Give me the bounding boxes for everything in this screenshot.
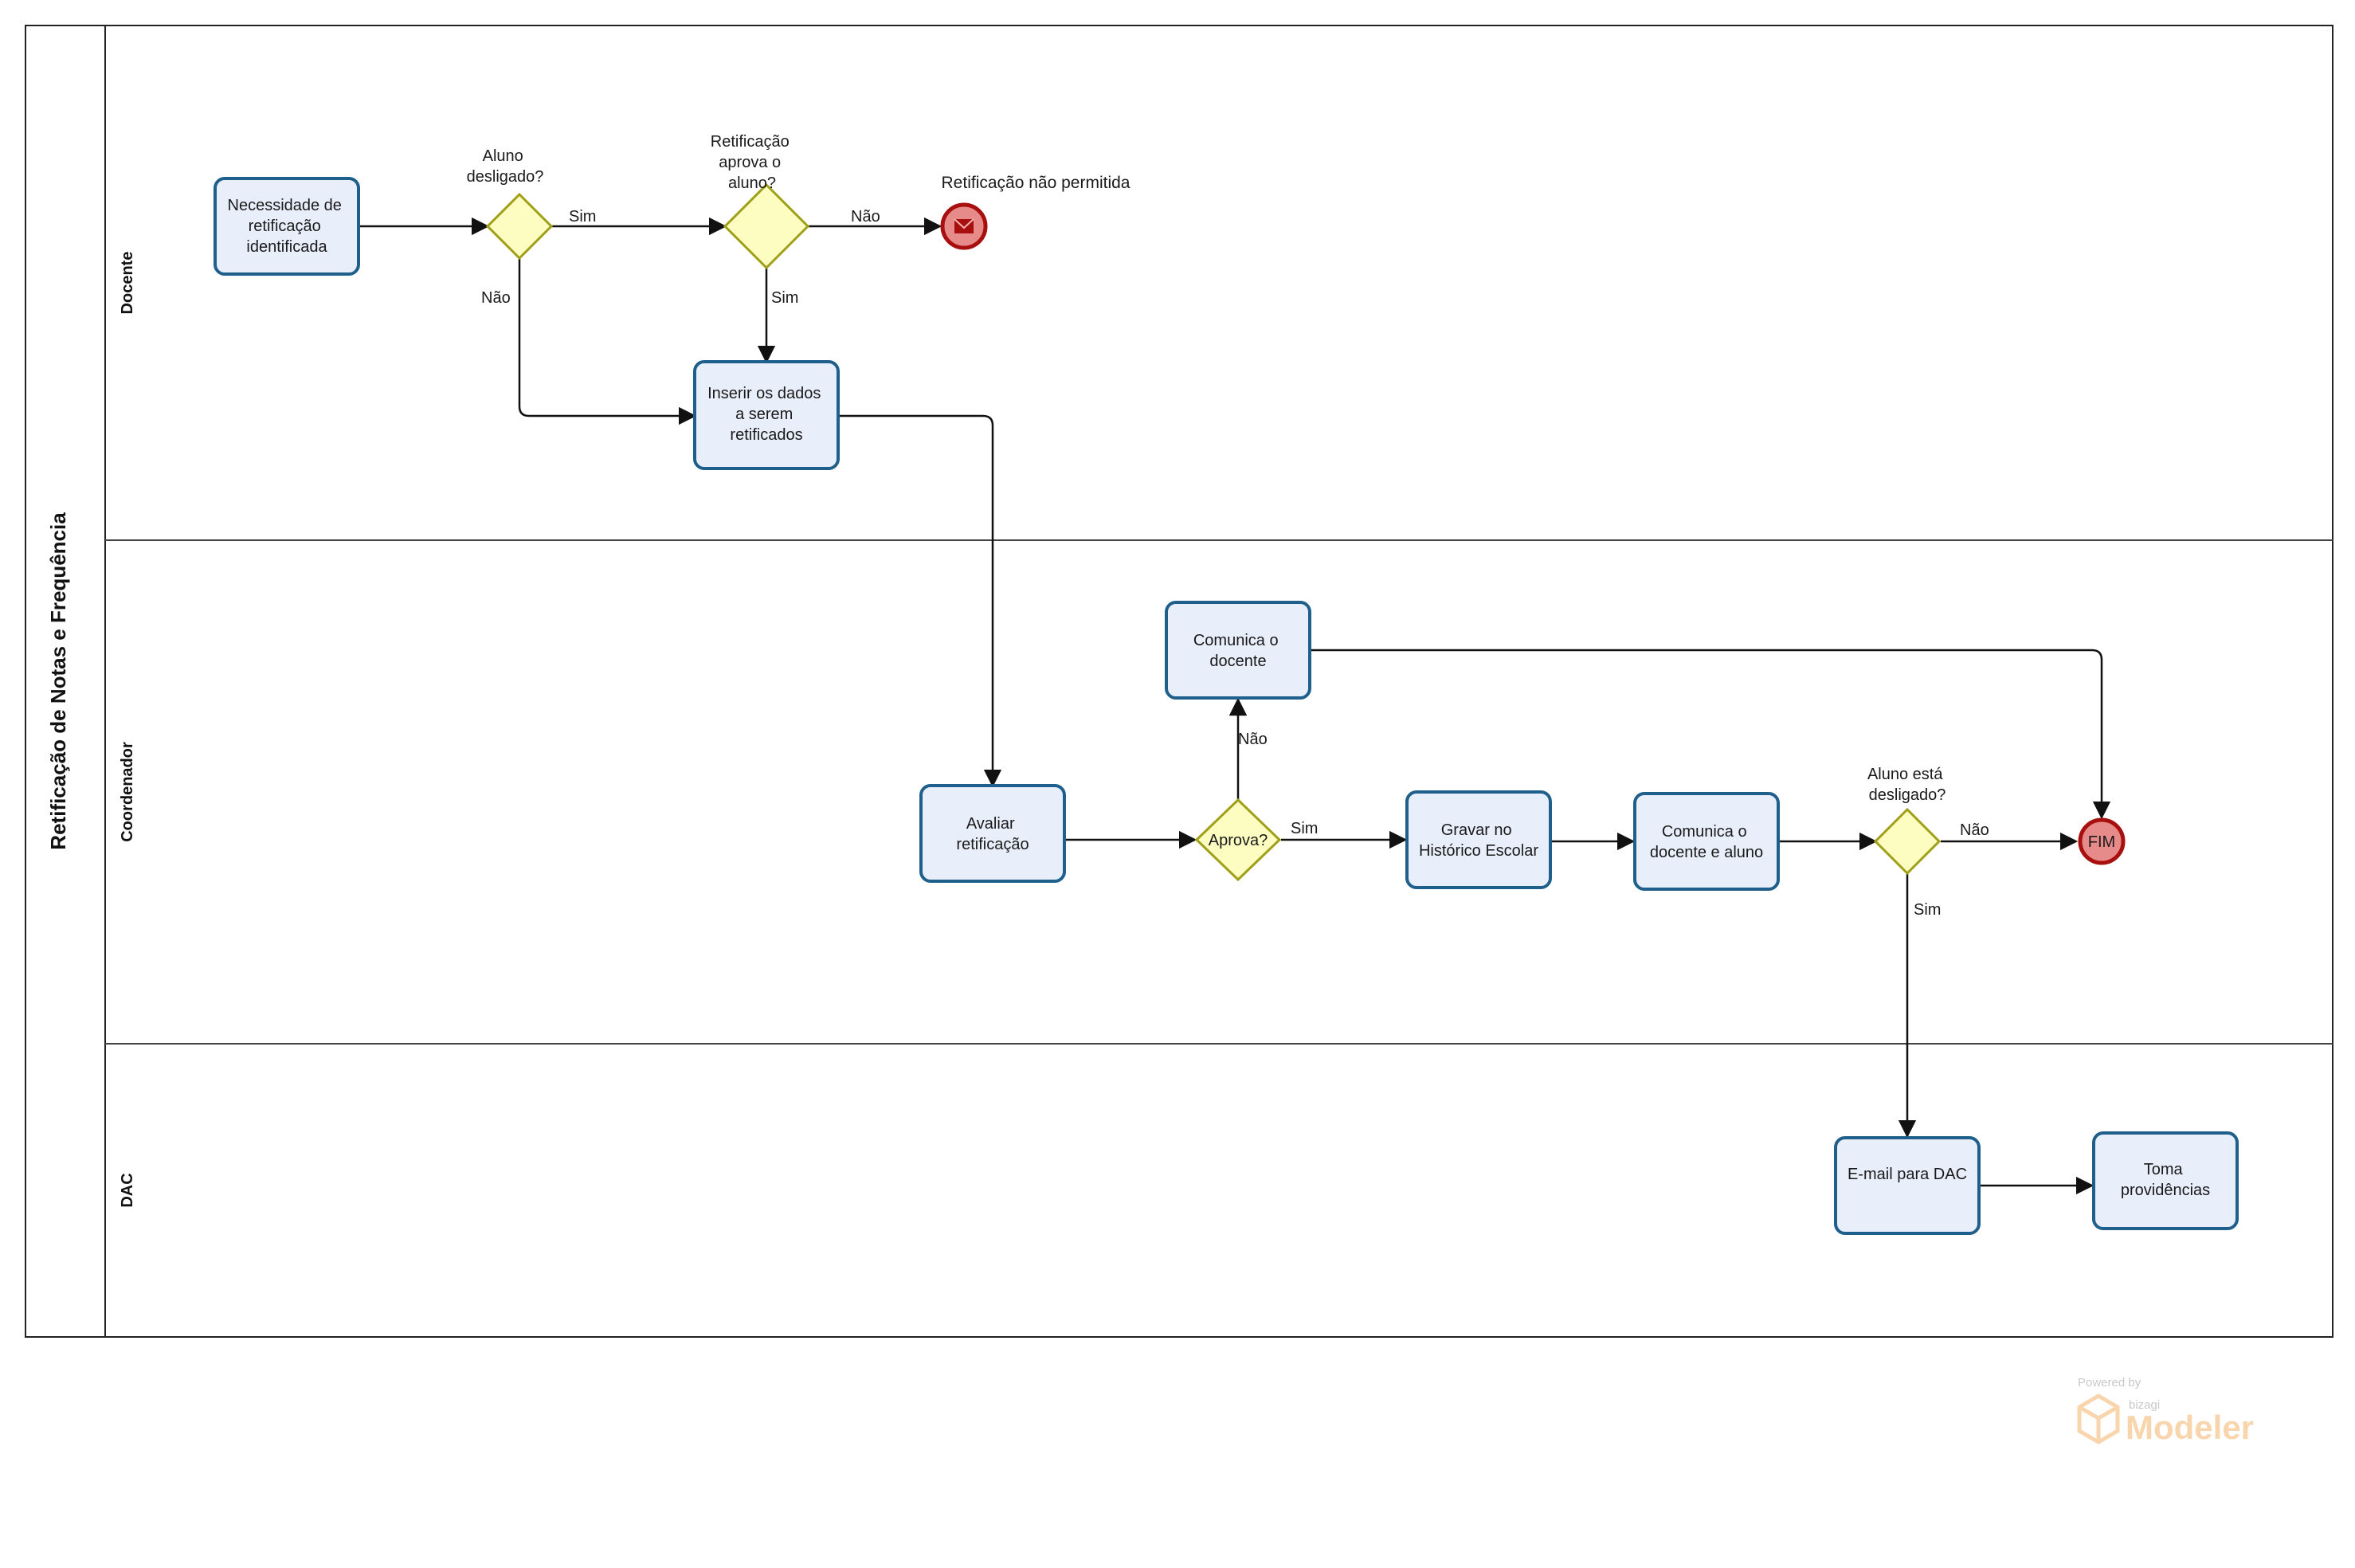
edge-label-sim: Sim: [569, 208, 596, 225]
watermark-powered: Powered by: [2078, 1376, 2141, 1390]
task-comunica-docente-aluno[interactable]: Comunica o docente e aluno: [1633, 792, 1780, 891]
task-line: E-mail para DAC: [1848, 1166, 1967, 1183]
task-line: docente: [1209, 653, 1266, 670]
task-necessidade[interactable]: Necessidade de retificação identificada: [214, 177, 360, 276]
svg-text:Comunica o docente e alu: Comunica o docente e aluno: [1650, 823, 1763, 861]
watermark-brand: bizagi: [2129, 1398, 2160, 1412]
gateway-label: desligado?: [1869, 786, 1946, 804]
task-toma-providencias[interactable]: Toma providências: [2092, 1131, 2239, 1230]
bizagi-watermark: Powered by bizagi Modeler: [2077, 1376, 2254, 1446]
task-email-dac[interactable]: E-mail para DAC: [1834, 1136, 1981, 1235]
edge-label-nao: Não: [1960, 821, 1989, 839]
task-line: a serem: [735, 406, 793, 423]
edge-label-sim: Sim: [771, 289, 798, 307]
gateway-label: Retificação: [711, 133, 790, 151]
svg-text:Gravar no Histórico Esco: Gravar no Histórico Escolar: [1419, 821, 1538, 860]
svg-text:Aluno está desligado?: Aluno está desligado?: [1867, 766, 1947, 804]
end-event-fim[interactable]: FIM: [2078, 817, 2126, 865]
task-line: Necessidade de: [228, 197, 342, 214]
task-line: Avaliar: [966, 815, 1015, 833]
task-line: retificados: [730, 426, 802, 444]
svg-text:Retificação aprova o: Retificação aprova o aluno?: [711, 133, 794, 192]
gateway-label: Aluno: [483, 147, 523, 165]
svg-text:Aluno desligado?: Aluno desligado?: [467, 147, 544, 186]
gateway-label: Aprova?: [1209, 832, 1268, 849]
lane-docente: Docente: [119, 252, 136, 315]
task-line: Histórico Escolar: [1419, 842, 1538, 860]
edge-label-nao: Não: [851, 208, 880, 225]
edge-label-sim: Sim: [1291, 820, 1318, 837]
svg-text:Comunica o docente: Comunica o docente: [1193, 632, 1283, 670]
task-avaliar-retificacao[interactable]: Avaliar retificação: [919, 784, 1066, 883]
svg-text:Necessidade de retificaç: Necessidade de retificação identificada: [228, 197, 347, 256]
task-gravar-historico[interactable]: Gravar no Histórico Escolar: [1405, 790, 1552, 889]
lane-coordenador: Coordenador: [119, 742, 136, 842]
pool-title: Retificação de Notas e Frequência: [46, 512, 70, 850]
flow-inserir-to-avaliar: [838, 414, 1002, 788]
task-line: retificação: [249, 218, 321, 235]
svg-text:Toma providências: Toma providências: [2121, 1161, 2210, 1199]
end-event-nao-permitida[interactable]: Retificação não permitida: [940, 174, 1130, 250]
task-line: Toma: [2144, 1161, 2184, 1178]
flow-comunica-docente-to-fim: [1311, 649, 2111, 820]
gateway-label: aprova o: [719, 154, 781, 171]
gateway-label: aluno?: [728, 174, 776, 192]
task-line: docente e aluno: [1650, 844, 1763, 861]
svg-text:Inserir os dados a serem: Inserir os dados a serem retificados: [707, 385, 825, 444]
lane-label-docente: Docente: [119, 252, 136, 315]
task-line: Comunica o: [1193, 632, 1279, 649]
task-comunica-docente[interactable]: Comunica o docente: [1165, 601, 1311, 700]
lane-label-dac: DAC: [119, 1173, 136, 1207]
edge-label-sim: Sim: [1914, 901, 1941, 919]
cube-logo-icon: [2077, 1394, 2120, 1445]
envelope-icon: [954, 218, 974, 233]
task-line: providências: [2121, 1182, 2210, 1199]
task-line: Gravar no: [1441, 821, 1512, 839]
task-inserir-dados[interactable]: Inserir os dados a serem retificados: [693, 360, 840, 470]
gateway-label: desligado?: [467, 168, 544, 186]
edge-label-nao: Não: [481, 289, 511, 307]
svg-text:E-mail para DAC: E-mail para DAC: [1848, 1166, 1967, 1183]
gateway-aprova[interactable]: Aprova?: [1194, 798, 1282, 882]
lane-dac: DAC: [119, 1173, 136, 1207]
gateway-retificacao-aprova[interactable]: Retificação aprova o aluno?: [711, 133, 810, 270]
gateway-label: Aluno está: [1867, 766, 1943, 783]
gateway-aluno-desligado[interactable]: Aluno desligado?: [467, 147, 554, 261]
edge-labels: Sim Não Não Sim Não Sim Não Sim: [481, 208, 1989, 919]
task-line: identificada: [246, 238, 327, 256]
task-line: Comunica o: [1662, 823, 1747, 841]
end-event-label: Retificação não permitida: [942, 174, 1130, 192]
svg-text:Avaliar retificação: Avaliar retificação: [956, 815, 1029, 853]
watermark-product: Modeler: [2126, 1409, 2254, 1446]
lane-label-coordenador: Coordenador: [119, 742, 136, 842]
gateway-aluno-esta-desligado[interactable]: Aluno está desligado?: [1867, 766, 1947, 876]
edge-label-nao: Não: [1238, 731, 1268, 748]
task-line: Inserir os dados: [707, 385, 821, 402]
sequence-flows: [360, 217, 2111, 1195]
pool: Retificação de Notas e Frequência: [25, 25, 2333, 1338]
task-line: retificação: [956, 836, 1029, 853]
end-event-label: FIM: [2088, 833, 2115, 851]
flow-gw1-nao: [518, 258, 697, 425]
